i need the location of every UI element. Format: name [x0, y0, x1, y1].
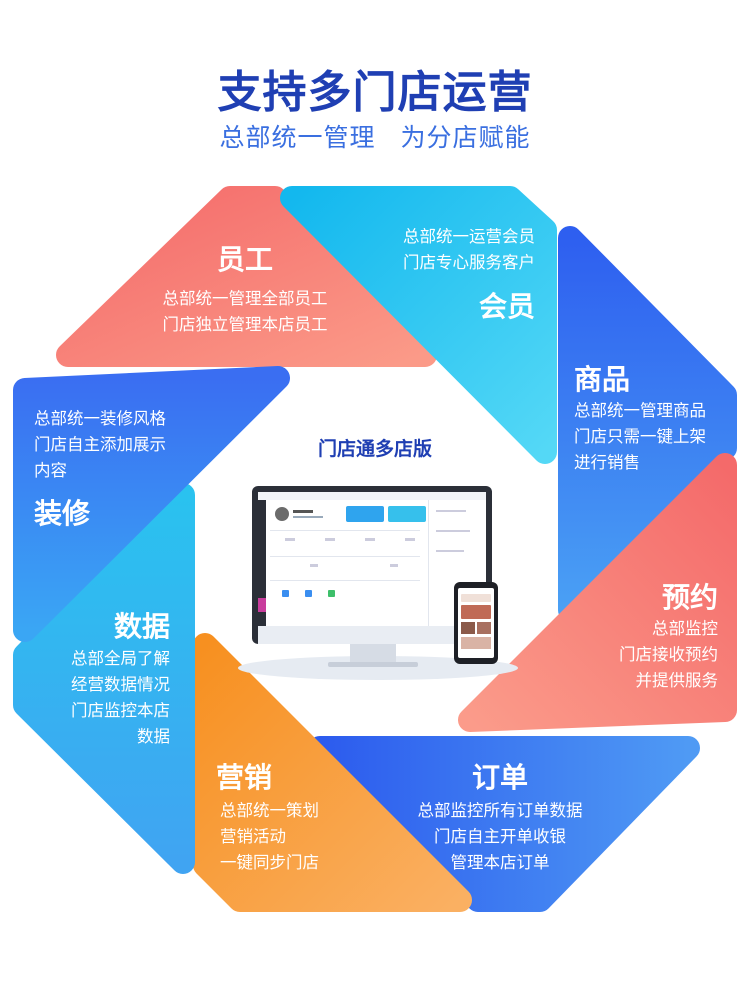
order-line: 总部监控所有订单数据 — [417, 801, 583, 820]
decor-desc: 总部统一装修风格 门店自主添加展示 内容 — [34, 406, 194, 484]
member-line: 门店专心服务客户 — [403, 253, 535, 272]
segment-data — [13, 483, 195, 874]
data-line: 门店监控本店 — [71, 701, 170, 720]
marketing-line: 一键同步门店 — [220, 853, 319, 872]
segment-booking — [458, 453, 737, 732]
goods-desc: 总部统一管理商品 门店只需一键上架 进行销售 — [574, 398, 734, 476]
booking-line: 并提供服务 — [635, 671, 719, 690]
decor-title: 装修 — [34, 497, 91, 530]
decor-line: 内容 — [34, 461, 67, 480]
member-line: 总部统一运营会员 — [403, 227, 535, 246]
segment-staff — [56, 186, 437, 367]
booking-line: 门店接收预约 — [619, 645, 718, 664]
booking-title: 预约 — [661, 581, 718, 614]
data-title: 数据 — [113, 610, 170, 643]
order-line: 门店自主开单收银 — [434, 827, 566, 846]
booking-desc: 总部监控 门店接收预约 并提供服务 — [570, 616, 718, 694]
data-line: 经营数据情况 — [71, 675, 170, 694]
staff-desc: 总部统一管理全部员工 门店独立管理本店员工 — [135, 286, 355, 338]
marketing-line: 总部统一策划 — [220, 801, 319, 820]
staff-title: 员工 — [216, 243, 273, 276]
segment-member — [280, 186, 557, 464]
product-label: 门店通多店版 — [317, 438, 432, 460]
subtitle-left: 总部统一管理 — [219, 123, 376, 152]
goods-line: 门店只需一键上架 — [574, 427, 706, 446]
goods-line: 总部统一管理商品 — [574, 401, 706, 420]
booking-line: 总部监控 — [652, 619, 718, 638]
segment-marketing — [193, 633, 472, 912]
subtitle-right: 为分店赋能 — [400, 123, 531, 152]
staff-line: 总部统一管理全部员工 — [162, 289, 328, 308]
marketing-title: 营销 — [216, 761, 273, 794]
marketing-line: 营销活动 — [220, 827, 286, 846]
order-title: 订单 — [471, 761, 528, 794]
data-desc: 总部全局了解 经营数据情况 门店监控本店 数据 — [30, 646, 170, 750]
goods-line: 进行销售 — [574, 453, 640, 472]
order-line: 管理本店订单 — [450, 853, 550, 872]
data-line: 数据 — [137, 727, 170, 746]
staff-line: 门店独立管理本店员工 — [162, 315, 328, 334]
monitor-illustration — [238, 486, 518, 680]
data-line: 总部全局了解 — [71, 649, 170, 668]
marketing-desc: 总部统一策划 营销活动 一键同步门店 — [220, 798, 360, 876]
segment-goods — [558, 226, 737, 622]
segment-decor — [13, 366, 290, 642]
member-desc: 总部统一运营会员 门店专心服务客户 — [330, 224, 535, 276]
goods-title: 商品 — [574, 363, 631, 396]
order-desc: 总部监控所有订单数据 门店自主开单收银 管理本店订单 — [400, 798, 600, 876]
page-title: 支持多门店运营 — [217, 67, 533, 118]
decor-line: 总部统一装修风格 — [34, 409, 166, 428]
page-subtitle: 总部统一管理 为分店赋能 — [0, 118, 750, 154]
member-title: 会员 — [478, 290, 535, 323]
decor-line: 门店自主添加展示 — [34, 435, 166, 454]
